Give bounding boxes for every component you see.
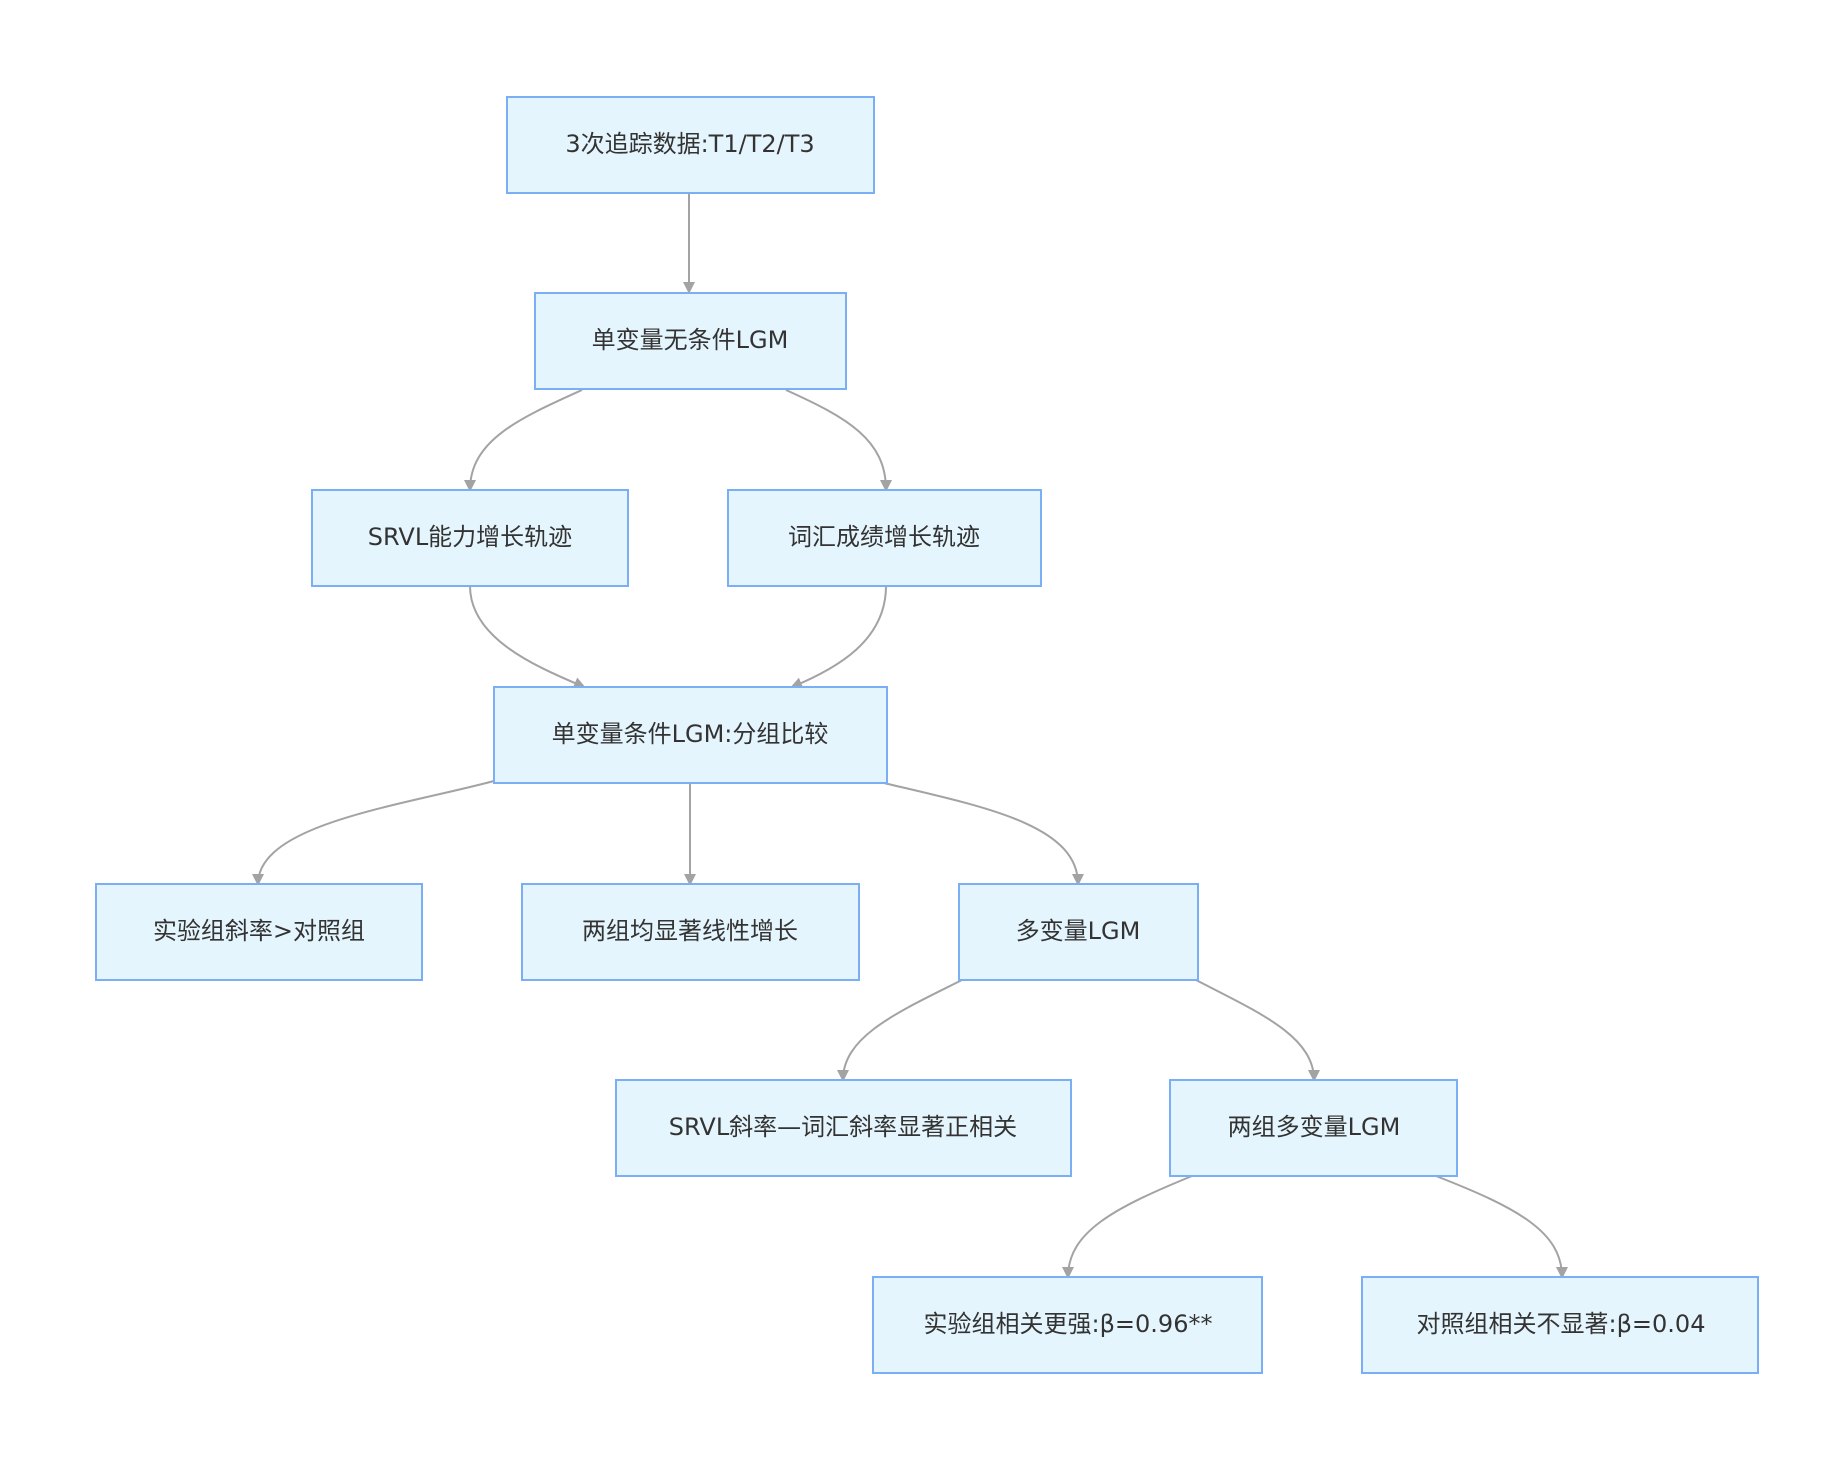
edge-layer [252,194,1568,1279]
node-slope-correlation-label: SRVL斜率—词汇斜率显著正相关 [669,1113,1017,1141]
node-control-not-significant-label: 对照组相关不显著:β=0.04 [1417,1310,1706,1338]
edge-n3-n5 [469,585,586,689]
edge-n8-n9 [837,979,963,1082]
edge-n8-n10 [1195,979,1320,1082]
edge-n10-n12 [1435,1175,1568,1279]
edge-n5-n8 [883,782,1084,886]
node-univariate-conditional-lgm-label: 单变量条件LGM:分组比较 [552,720,829,748]
node-vocab-growth-trajectory[interactable]: 词汇成绩增长轨迹 [727,489,1042,587]
node-tracking-data[interactable]: 3次追踪数据:T1/T2/T3 [506,96,875,194]
node-tracking-data-label: 3次追踪数据:T1/T2/T3 [565,130,814,158]
node-two-group-multivariate-lgm-label: 两组多变量LGM [1228,1113,1401,1141]
node-experimental-slope-greater-label: 实验组斜率>对照组 [153,917,365,945]
node-multivariate-lgm-label: 多变量LGM [1016,917,1141,945]
node-both-groups-linear-growth-label: 两组均显著线性增长 [582,917,798,945]
edge-n2-n4 [785,389,892,492]
node-srvl-growth-trajectory-label: SRVL能力增长轨迹 [368,523,572,551]
node-experimental-stronger-correlation-label: 实验组相关更强:β=0.96** [924,1310,1213,1338]
node-experimental-slope-greater[interactable]: 实验组斜率>对照组 [95,883,423,981]
node-control-not-significant[interactable]: 对照组相关不显著:β=0.04 [1361,1276,1759,1374]
edge-n5-n6 [252,780,495,886]
node-multivariate-lgm[interactable]: 多变量LGM [958,883,1199,981]
node-two-group-multivariate-lgm[interactable]: 两组多变量LGM [1169,1079,1458,1177]
node-univariate-unconditional-lgm[interactable]: 单变量无条件LGM [534,292,847,390]
edge-n10-n11 [1062,1175,1193,1279]
node-experimental-stronger-correlation[interactable]: 实验组相关更强:β=0.96** [872,1276,1263,1374]
node-layer: 3次追踪数据:T1/T2/T3 单变量无条件LGM SRVL能力增长轨迹 词汇成… [95,96,1759,1374]
edge-n4-n5 [790,585,887,689]
node-vocab-growth-trajectory-label: 词汇成绩增长轨迹 [788,523,980,551]
node-both-groups-linear-growth[interactable]: 两组均显著线性增长 [521,883,860,981]
node-univariate-unconditional-lgm-label: 单变量无条件LGM [592,326,789,354]
edge-n2-n3 [464,389,583,492]
node-srvl-growth-trajectory[interactable]: SRVL能力增长轨迹 [311,489,629,587]
node-slope-correlation[interactable]: SRVL斜率—词汇斜率显著正相关 [615,1079,1072,1177]
node-univariate-conditional-lgm[interactable]: 单变量条件LGM:分组比较 [493,686,888,784]
